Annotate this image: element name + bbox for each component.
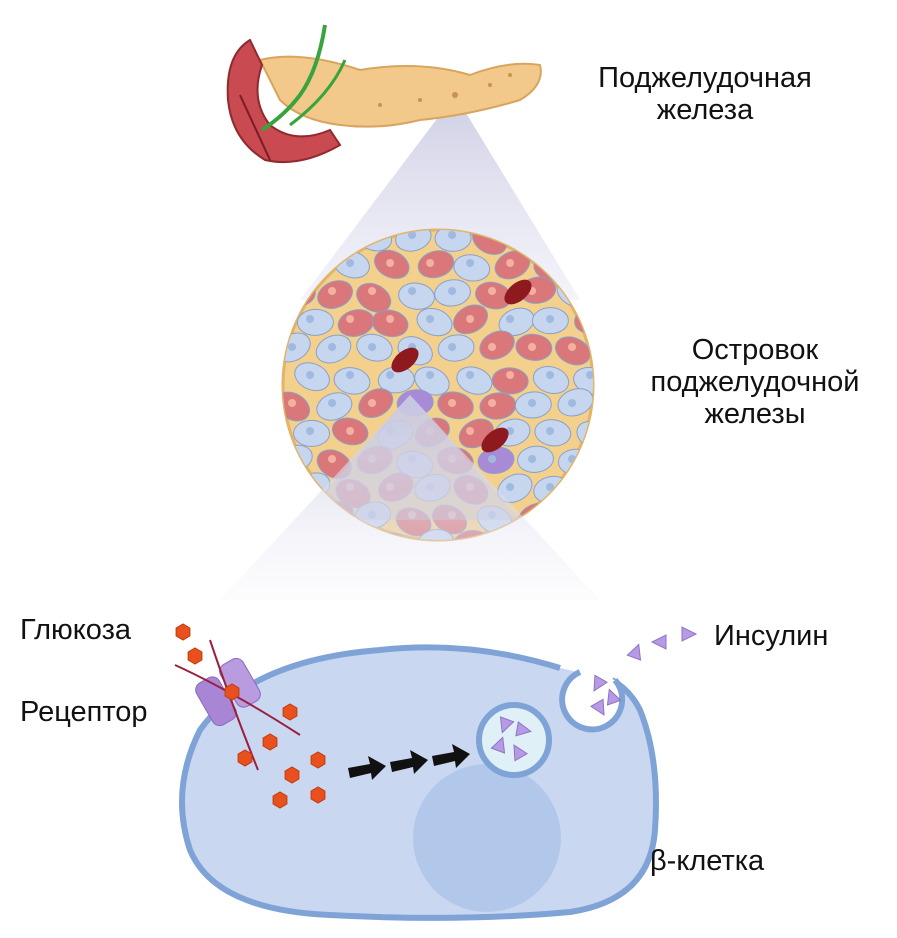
label-line: Островок <box>691 334 819 366</box>
islet-cell <box>317 280 353 309</box>
pancreas-label: Поджелудочная железа <box>560 62 850 126</box>
receptor-icon <box>195 657 261 727</box>
glucose-icon <box>284 766 300 784</box>
islet-cell <box>283 230 314 249</box>
islet-cell <box>434 279 471 307</box>
islet-cell <box>532 365 570 394</box>
islet-cell <box>294 362 330 392</box>
islet-cell <box>555 336 591 366</box>
islet-cell <box>557 448 593 476</box>
islet-cell <box>534 419 572 447</box>
islet-label: Островок поджелудочной железы <box>620 334 890 430</box>
islet-cell <box>497 473 533 503</box>
islet-cell <box>316 392 353 421</box>
glucose-icon <box>282 703 298 721</box>
islet-cell <box>371 309 409 338</box>
label-line: поджелудочной <box>650 366 860 398</box>
insulin-icon <box>499 716 515 734</box>
receptor-label: Рецептор <box>20 696 148 728</box>
blood-vessel <box>481 427 509 453</box>
islet-cell <box>531 307 569 335</box>
label-line: железа <box>656 94 754 126</box>
glucose-icon <box>310 786 326 804</box>
islet-cell <box>515 333 553 361</box>
arrow-icon <box>432 744 470 768</box>
islet-cell <box>398 282 435 310</box>
beta-cell-label: β-клетка <box>650 845 765 877</box>
insulin-icon <box>606 688 622 706</box>
islet-cell <box>514 391 552 419</box>
nucleus <box>413 764 561 912</box>
glucose-icon <box>224 683 240 701</box>
islet-cell <box>356 333 393 362</box>
islet-cell <box>517 445 554 473</box>
label-line: железы <box>704 398 806 430</box>
islet-cell <box>293 419 331 447</box>
pancreas-illustration <box>226 24 542 164</box>
islet-cell <box>356 282 392 313</box>
islet-cell <box>575 475 593 504</box>
islet-cell <box>374 249 410 279</box>
insulin-icon <box>593 674 609 692</box>
islet-cell <box>417 250 455 279</box>
islet-cell <box>377 366 415 394</box>
islet-cell <box>416 307 453 337</box>
islet-cell <box>358 388 394 418</box>
islet-cell <box>456 366 493 395</box>
islet-cell <box>453 254 491 282</box>
islet-cell <box>557 388 593 417</box>
blood-vessel <box>391 347 419 373</box>
insulin-icon <box>650 634 667 650</box>
arrow-icon <box>348 756 386 780</box>
islet-cell <box>437 391 474 420</box>
beta-cell <box>179 644 659 921</box>
glucose-icon <box>262 733 278 751</box>
islet-cell <box>479 392 517 420</box>
islet-cell <box>337 309 375 337</box>
insulin-icon <box>681 626 698 642</box>
islet-cell <box>315 334 352 364</box>
glucose-molecules <box>175 623 326 809</box>
label-line: Поджелудочная <box>598 62 812 94</box>
islet-cell <box>479 330 515 360</box>
insulin-icon <box>589 698 605 716</box>
islet-cell <box>575 532 593 540</box>
islet-cell <box>557 230 593 252</box>
islet-cell <box>573 252 593 280</box>
insulin-label: Инсулин <box>714 620 829 652</box>
insulin-icon <box>513 744 529 762</box>
islet-cell <box>437 334 475 362</box>
insulin-vesicle <box>476 702 552 778</box>
islet-cell <box>453 304 488 335</box>
zoom-funnel-bottom <box>220 395 600 600</box>
glucose-icon <box>272 791 288 809</box>
glucose-icon <box>237 749 253 767</box>
islet-cell <box>477 446 515 475</box>
insulin-icon <box>490 736 506 754</box>
islet-cell <box>333 367 371 395</box>
glucose-label: Глюкоза <box>20 614 131 646</box>
insulin-molecules <box>490 626 698 762</box>
arrow-icon <box>390 750 428 774</box>
glucose-icon <box>175 623 191 641</box>
glucose-icon <box>187 647 203 665</box>
insulin-icon <box>515 721 532 737</box>
islet-cell <box>491 367 529 395</box>
blood-vessel <box>504 279 532 305</box>
exocytosis-vesicle <box>559 669 626 733</box>
islet-cell <box>498 307 535 337</box>
process-arrows <box>348 744 470 780</box>
islet-cell <box>331 417 369 446</box>
islet-cell <box>296 308 334 336</box>
glucose-icon <box>310 751 326 769</box>
islet-cell <box>555 502 591 533</box>
insulin-icon <box>626 643 642 661</box>
